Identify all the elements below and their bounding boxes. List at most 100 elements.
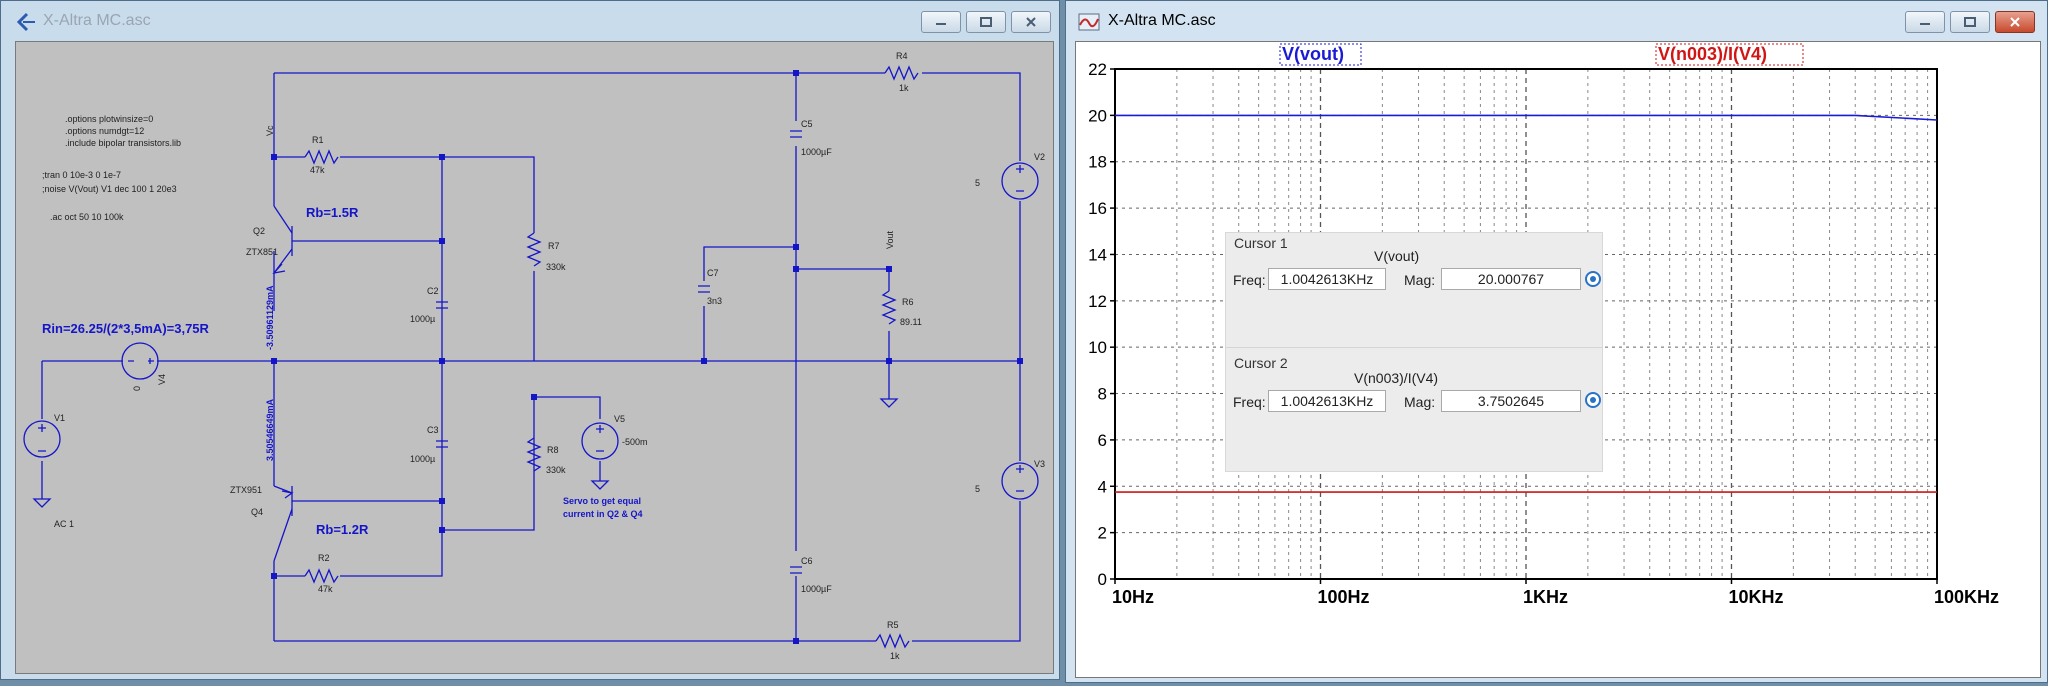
servo-note-line1: Servo to get equal	[563, 496, 641, 506]
q2-model: ZTX851	[246, 247, 278, 257]
restore-icon	[1964, 17, 1976, 27]
schematic-transistors	[272, 205, 294, 562]
cursor1-freq-label: Freq:	[1233, 272, 1266, 288]
minimize-button[interactable]	[921, 11, 961, 33]
comment-noise: ;noise V(Vout) V1 dec 100 1 20e3	[42, 184, 177, 194]
rin-note: Rin=26.25/(2*3,5mA)=3,75R	[42, 321, 210, 336]
c7-label: C7	[707, 268, 719, 278]
legend-box[interactable]	[1279, 43, 1362, 66]
y-tick-label: 2	[1098, 524, 1107, 543]
v2-value: 5	[975, 178, 980, 188]
cursor-readout-panel[interactable]: Cursor 1 V(vout) Freq: 1.0042613KHz Mag:…	[1225, 232, 1603, 472]
wire-junctions	[271, 70, 1023, 644]
cursor1-freq-field[interactable]: 1.0042613KHz	[1268, 268, 1386, 290]
schematic-resistors	[304, 65, 919, 649]
v4-value: 0	[132, 386, 142, 391]
trace-vout[interactable]	[1115, 114, 1938, 121]
schematic-drawing[interactable]: .options plotwinsize=0 .options numdgt=1…	[16, 42, 1053, 673]
cursor2-mag-field[interactable]: 3.7502645	[1441, 390, 1581, 412]
current-top-label: -3.50961129mA	[265, 285, 275, 350]
y-tick-label: 22	[1088, 60, 1107, 79]
plot-traces[interactable]	[1115, 114, 1938, 493]
ltspice-waveform-icon	[1078, 13, 1100, 31]
close-icon	[1026, 17, 1036, 27]
y-tick-label: 18	[1088, 153, 1107, 172]
directive-include: .include bipolar transistors.lib	[65, 138, 181, 148]
v2-label: V2	[1034, 152, 1045, 162]
maximize-button[interactable]	[1950, 11, 1990, 33]
v5-value: -500m	[622, 437, 648, 447]
y-tick-label: 6	[1098, 431, 1107, 450]
r7-label: R7	[548, 241, 560, 251]
c5-label: C5	[801, 119, 813, 129]
x-tick-label: 100Hz	[1318, 587, 1370, 607]
q2-label: Q2	[253, 226, 265, 236]
c5-value: 1000µF	[801, 147, 832, 157]
cursor1-title: Cursor 1	[1234, 235, 1288, 251]
c2-label: C2	[427, 286, 439, 296]
schematic-canvas[interactable]: .options plotwinsize=0 .options numdgt=1…	[15, 41, 1054, 674]
directive-ac: .ac oct 50 10 100k	[50, 212, 124, 222]
minimize-button[interactable]	[1905, 11, 1945, 33]
x-tick-label: 10KHz	[1729, 587, 1784, 607]
r5-label: R5	[887, 620, 899, 630]
plot-titlebar[interactable]: X-Altra MC.asc	[1066, 1, 2047, 41]
cursor1-mag-field[interactable]: 20.000767	[1441, 268, 1581, 290]
cursor-panel-separator	[1226, 347, 1602, 348]
y-tick-label: 12	[1088, 292, 1107, 311]
r6-label: R6	[902, 297, 914, 307]
current-bottom-label: 3.50546649mA	[265, 398, 275, 461]
v5-label: V5	[614, 414, 625, 424]
servo-note-line2: current in Q2 & Q4	[563, 509, 643, 519]
y-tick-label: 20	[1088, 106, 1107, 125]
v3-value: 5	[975, 484, 980, 494]
y-tick-label: 14	[1088, 245, 1107, 264]
r5-value: 1k	[890, 651, 900, 661]
minimize-icon	[936, 23, 946, 25]
close-icon	[2010, 17, 2020, 27]
v1-label: V1	[54, 413, 65, 423]
schematic-capacitors	[436, 130, 802, 574]
ground-symbols	[32, 398, 899, 508]
v1-value: AC 1	[54, 519, 74, 529]
legend-box[interactable]	[1655, 43, 1804, 66]
directive-numdgt: .options numdgt=12	[65, 126, 144, 136]
c6-label: C6	[801, 556, 813, 566]
minimize-icon	[1920, 23, 1930, 25]
cursor1-radio-icon[interactable]	[1585, 271, 1601, 287]
r7-value: 330k	[546, 262, 566, 272]
schematic-sources	[23, 162, 1039, 500]
cursor2-trace: V(n003)/I(V4)	[1354, 370, 1439, 386]
schematic-wires	[41, 72, 1021, 642]
r1-label: R1	[312, 135, 324, 145]
y-tick-label: 4	[1098, 477, 1107, 496]
q4-model: ZTX951	[230, 485, 262, 495]
close-button[interactable]	[1995, 11, 2035, 33]
cursor2-title: Cursor 2	[1234, 355, 1288, 371]
cursor2-radio-icon[interactable]	[1585, 392, 1601, 408]
legend-impedance: V(n003)/I(V4)	[1658, 44, 1767, 64]
r8-value: 330k	[546, 465, 566, 475]
r4-value: 1k	[899, 83, 909, 93]
r4-label: R4	[896, 51, 908, 61]
cursor2-freq-field[interactable]: 1.0042613KHz	[1268, 390, 1386, 412]
maximize-button[interactable]	[966, 11, 1006, 33]
trace-legend[interactable]: V(vout)V(n003)/I(V4)	[1279, 43, 1804, 66]
c3-label: C3	[427, 425, 439, 435]
rb-bottom-note: Rb=1.2R	[316, 522, 369, 537]
close-button[interactable]	[1011, 11, 1051, 33]
cursor2-freq-label: Freq:	[1233, 394, 1266, 410]
restore-icon	[980, 17, 992, 27]
x-tick-label: 100KHz	[1934, 587, 1999, 607]
v3-label: V3	[1034, 459, 1045, 469]
schematic-title: X-Altra MC.asc	[43, 12, 151, 29]
schematic-titlebar[interactable]: X-Altra MC.asc	[1, 1, 1059, 41]
c7-value: 3n3	[707, 296, 722, 306]
r2-label: R2	[318, 553, 330, 563]
cursor1-trace: V(vout)	[1374, 248, 1420, 264]
net-label-vc: Vc	[265, 125, 275, 136]
